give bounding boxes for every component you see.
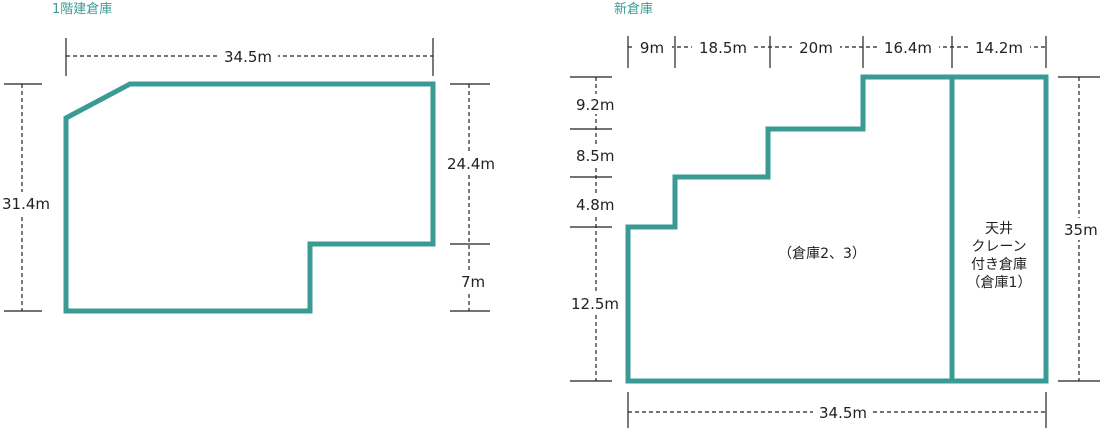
w1-left-dim-label-bg xyxy=(0,192,60,214)
w2-right-dim-label: 35m xyxy=(1064,221,1098,239)
w2-top-seg-2: 20m xyxy=(799,39,833,57)
w1-right-upper-label-bg xyxy=(445,152,505,174)
w2-left-seg-2: 4.8m xyxy=(576,196,614,214)
warehouse1-plan: 1階建倉庫 34.5m 31.4m 24.4m 7m xyxy=(0,2,505,314)
w2-top-seg-4: 14.2m xyxy=(975,39,1023,57)
w1-left-dim-label: 31.4m xyxy=(2,195,50,213)
w2-top-seg-4-bg xyxy=(968,38,1030,57)
w2-left-seg-3: 12.5m xyxy=(571,295,619,313)
w1-top-dim-label: 34.5m xyxy=(224,48,272,66)
w2-left-seg-2-bg xyxy=(574,194,620,214)
w2-top-seg-2-bg xyxy=(792,38,840,57)
w1-right-lower-label: 7m xyxy=(461,273,485,291)
w1-right-lower-label-bg xyxy=(458,270,494,292)
w2-top-seg-3-bg xyxy=(877,38,939,57)
w2-top-seg-1-bg xyxy=(692,38,754,57)
main-warehouse-label: （倉庫2、3） xyxy=(778,245,866,262)
w2-left-seg-3-bg xyxy=(570,293,625,313)
warehouse2-plan: 新倉庫 9m 18.5m 20m 16.4m 14.2m 9.2m 8.5m 4… xyxy=(570,1,1112,428)
warehouse2-title: 新倉庫 xyxy=(614,1,653,17)
crane-room-label-line2: クレーン xyxy=(971,239,1026,255)
w2-top-seg-1: 18.5m xyxy=(699,39,747,57)
w2-left-seg-0: 9.2m xyxy=(576,96,614,114)
w2-top-seg-0: 9m xyxy=(640,39,664,57)
w1-top-dim-label-bg xyxy=(218,46,278,66)
w2-left-seg-0-bg xyxy=(574,94,620,114)
w2-bottom-dim-label: 34.5m xyxy=(819,404,867,422)
w2-left-seg-1-bg xyxy=(574,145,620,165)
crane-room-label-line3: 付き倉庫 xyxy=(971,256,1027,273)
w1-right-upper-label: 24.4m xyxy=(447,155,495,173)
w2-left-seg-1: 8.5m xyxy=(576,147,614,165)
w2-top-seg-3: 16.4m xyxy=(884,39,932,57)
warehouse1-title: 1階建倉庫 xyxy=(52,2,112,17)
crane-room-label-line1: 天井 xyxy=(985,221,1013,237)
crane-room-label-line4: （倉庫1） xyxy=(967,274,1032,291)
w2-right-dim-label-bg xyxy=(1062,218,1112,240)
w2-bottom-dim-label-bg xyxy=(813,402,873,422)
w2-top-seg-0-bg xyxy=(632,38,672,57)
warehouse2-outline xyxy=(625,74,1049,384)
warehouse1-outline xyxy=(63,81,436,314)
